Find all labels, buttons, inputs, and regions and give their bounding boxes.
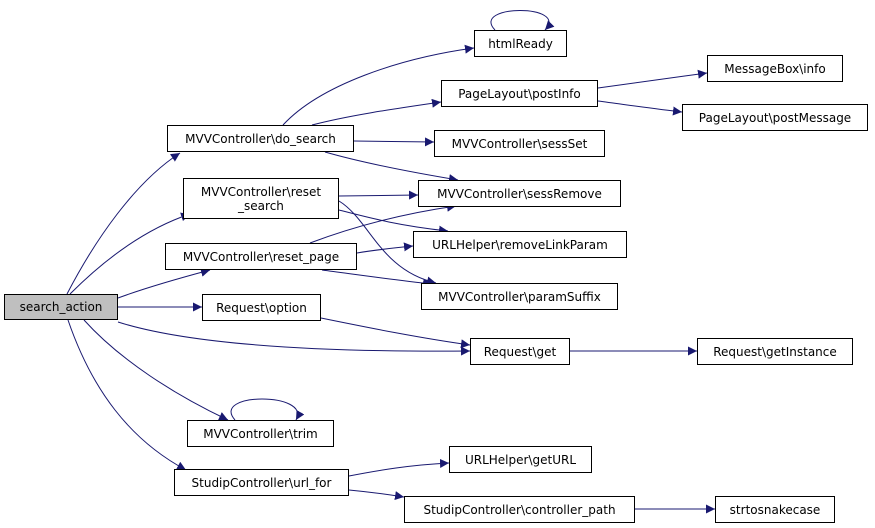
edge-search_action-to-reset_search bbox=[69, 212, 191, 295]
node-mvvcontroller-paramsuffix[interactable]: MVVController\paramSuffix bbox=[421, 283, 618, 310]
node-pagelayout-postmessage[interactable]: PageLayout\postMessage bbox=[682, 104, 868, 131]
node-label: MVVController\do_search bbox=[185, 131, 336, 146]
node-label: PageLayout\postInfo bbox=[458, 86, 581, 101]
edge-trim-to-trim bbox=[230, 398, 305, 421]
node-request-option[interactable]: Request\option bbox=[202, 294, 321, 321]
node-search-action: search_action bbox=[4, 294, 118, 320]
edge-do_search-to-sessSet bbox=[353, 137, 435, 147]
node-studipcontroller-url-for[interactable]: StudipController\url_for bbox=[174, 469, 349, 496]
edge-do_search-to-sessRemove bbox=[324, 151, 459, 183]
edge-do_search-to-htmlReady bbox=[282, 44, 475, 126]
node-label: Request\option bbox=[216, 300, 307, 315]
node-urlhelper-removelinkparam[interactable]: URLHelper\removeLinkParam bbox=[413, 231, 627, 258]
node-label: Request\getInstance bbox=[713, 344, 837, 359]
node-label: StudipController\controller_path bbox=[423, 502, 616, 517]
node-label: strtosnakecase bbox=[729, 502, 821, 517]
node-label: MVVController\trim bbox=[203, 426, 318, 441]
edge-search_action-to-do_search bbox=[66, 152, 181, 295]
edge-option-to-get bbox=[320, 317, 471, 349]
node-pagelayout-postinfo[interactable]: PageLayout\postInfo bbox=[441, 80, 598, 107]
node-mvvcontroller-reset-page[interactable]: MVVController\reset_page bbox=[165, 243, 357, 270]
node-label: htmlReady bbox=[488, 36, 553, 51]
node-label: MessageBox\info bbox=[724, 61, 826, 76]
node-strtosnakecase[interactable]: strtosnakecase bbox=[715, 496, 835, 523]
node-mvvcontroller-reset-search[interactable]: MVVController\reset _search bbox=[183, 178, 339, 219]
node-request-getinstance[interactable]: Request\getInstance bbox=[697, 338, 853, 365]
edge-search_action-to-url_for bbox=[67, 319, 187, 471]
edge-search_action-to-reset_page bbox=[117, 267, 211, 299]
edge-reset_page-to-removeLinkParam bbox=[356, 242, 414, 254]
node-label: MVVController\sessSet bbox=[451, 136, 588, 151]
edge-postInfo-to-postMessage bbox=[597, 100, 683, 116]
node-mvvcontroller-do-search[interactable]: MVVController\do_search bbox=[167, 125, 354, 152]
edge-reset_search-to-removeLinkParam bbox=[338, 209, 449, 235]
node-label: search_action bbox=[19, 300, 103, 314]
edge-search_action-to-trim bbox=[83, 319, 229, 421]
edge-reset_page-to-paramSuffix bbox=[321, 269, 433, 288]
edge-url_for-to-controller_path bbox=[348, 489, 405, 501]
node-label: URLHelper\removeLinkParam bbox=[432, 237, 608, 252]
node-mvvcontroller-sessset[interactable]: MVVController\sessSet bbox=[434, 130, 605, 157]
edge-reset_search-to-paramSuffix bbox=[338, 200, 437, 286]
node-label: MVVController\sessRemove bbox=[437, 186, 602, 201]
node-label: URLHelper\getURL bbox=[464, 452, 577, 467]
node-request-get[interactable]: Request\get bbox=[470, 338, 570, 365]
node-urlhelper-geturl[interactable]: URLHelper\getURL bbox=[449, 446, 592, 473]
node-messagebox-info[interactable]: MessageBox\info bbox=[707, 55, 843, 82]
edge-url_for-to-getURL bbox=[348, 458, 450, 477]
edge-do_search-to-postInfo bbox=[311, 98, 442, 126]
node-label: MVVController\reset _search bbox=[200, 184, 322, 213]
node-label: MVVController\paramSuffix bbox=[438, 289, 601, 304]
node-label: Request\get bbox=[483, 344, 557, 359]
edge-reset_page-to-sessRemove bbox=[309, 202, 457, 244]
edge-postInfo-to-info bbox=[597, 69, 708, 89]
node-mvvcontroller-trim[interactable]: MVVController\trim bbox=[187, 420, 334, 447]
edge-reset_search-to-sessRemove bbox=[338, 190, 419, 200]
edge-search_action-to-get bbox=[117, 321, 471, 356]
node-label: PageLayout\postMessage bbox=[698, 110, 852, 125]
node-studipcontroller-controller-path[interactable]: StudipController\controller_path bbox=[404, 496, 635, 523]
node-mvvcontroller-sessremove[interactable]: MVVController\sessRemove bbox=[418, 180, 621, 207]
edge-htmlReady-to-htmlReady bbox=[490, 10, 555, 31]
node-htmlready[interactable]: htmlReady bbox=[474, 30, 567, 57]
node-label: MVVController\reset_page bbox=[182, 249, 340, 264]
node-label: StudipController\url_for bbox=[191, 475, 332, 490]
